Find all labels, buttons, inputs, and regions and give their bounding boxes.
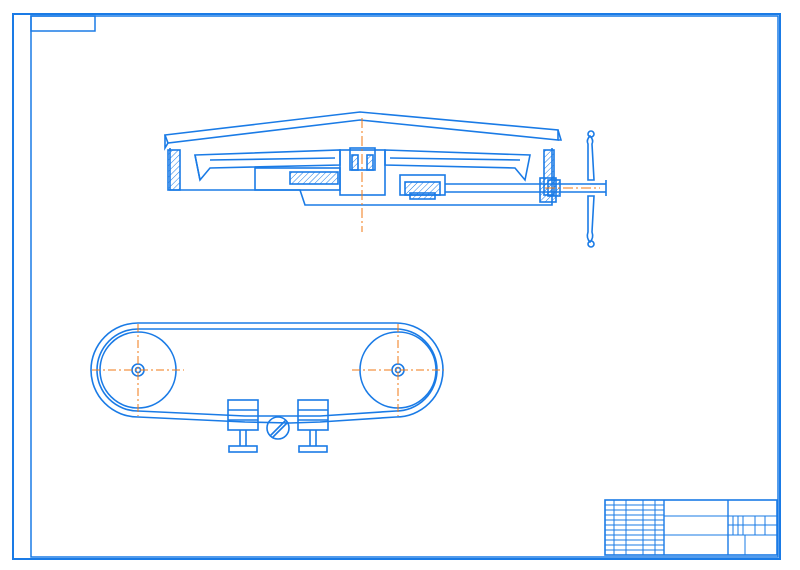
corner-stamp-box bbox=[30, 15, 96, 32]
crank-grip-bottom bbox=[586, 195, 595, 244]
crank-grip-top bbox=[586, 134, 595, 181]
right-clamp bbox=[297, 399, 329, 453]
left-clamp-hatch bbox=[289, 171, 339, 185]
left-clamp bbox=[227, 399, 259, 453]
belt-inner bbox=[96, 328, 438, 417]
belt-view bbox=[90, 322, 444, 453]
section-view bbox=[163, 111, 607, 248]
title-block bbox=[604, 499, 778, 556]
section-centerlines bbox=[361, 118, 600, 232]
adjust-screw bbox=[266, 416, 290, 440]
belt-outer bbox=[90, 322, 444, 424]
sheet-frame bbox=[12, 13, 781, 560]
belt-centerlines bbox=[92, 324, 444, 416]
left-wall-hatch bbox=[167, 149, 181, 191]
